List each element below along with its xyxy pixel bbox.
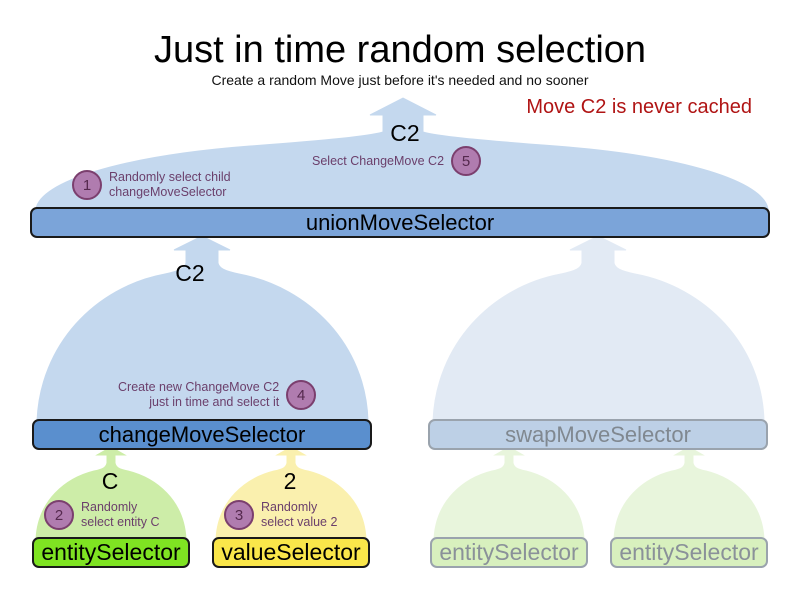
- annotation-4-number: 4: [286, 380, 317, 410]
- node-union-move-selector[interactable]: unionMoveSelector: [30, 207, 770, 238]
- annotation-5: Select ChangeMove C2 5: [312, 146, 482, 176]
- flow-label-value-out: 2: [283, 468, 297, 494]
- annotation-2-text: Randomly select entity C: [81, 500, 160, 529]
- annotation-3: 3 Randomly select value 2: [224, 500, 337, 530]
- flow-arrow-union-out: [35, 97, 769, 210]
- annotation-1-number: 1: [72, 170, 102, 200]
- node-change-move-selector[interactable]: changeMoveSelector: [32, 419, 372, 450]
- flow-arrow-swap-to-union: [432, 235, 765, 422]
- annotation-4: Create new ChangeMove C2 just in time an…: [118, 380, 317, 410]
- flow-arrow-swap-entity2: [613, 446, 765, 540]
- page-title: Just in time random selection: [153, 29, 647, 71]
- annotation-2: 2 Randomly select entity C: [44, 500, 160, 530]
- annotation-3-text: Randomly select value 2: [261, 500, 338, 529]
- flow-label-union-out: C2: [390, 120, 420, 146]
- annotation-2-number: 2: [44, 500, 74, 530]
- annotation-5-number: 5: [451, 146, 482, 176]
- page-subtitle: Create a random Move just before it's ne…: [211, 72, 589, 88]
- annotation-1-text: Randomly select child changeMoveSelector: [109, 170, 231, 199]
- node-entity-selector[interactable]: entitySelector: [32, 537, 190, 568]
- flow-label-entity-out: C: [101, 468, 119, 494]
- flow-arrow-change-to-union: [36, 235, 369, 422]
- node-swap-entity-selector-1[interactable]: entitySelector: [430, 537, 588, 568]
- cache-note: Move C2 is never cached: [526, 96, 752, 118]
- annotation-3-number: 3: [224, 500, 254, 530]
- node-value-selector[interactable]: valueSelector: [212, 537, 370, 568]
- flow-arrow-swap-entity1: [433, 446, 585, 540]
- flow-label-change-out: C2: [175, 260, 205, 286]
- annotation-4-text: Create new ChangeMove C2 just in time an…: [118, 380, 280, 409]
- node-swap-entity-selector-2[interactable]: entitySelector: [610, 537, 768, 568]
- node-swap-move-selector[interactable]: swapMoveSelector: [428, 419, 768, 450]
- annotation-1: 1 Randomly select child changeMoveSelect…: [72, 170, 231, 200]
- annotation-5-text: Select ChangeMove C2: [312, 153, 445, 168]
